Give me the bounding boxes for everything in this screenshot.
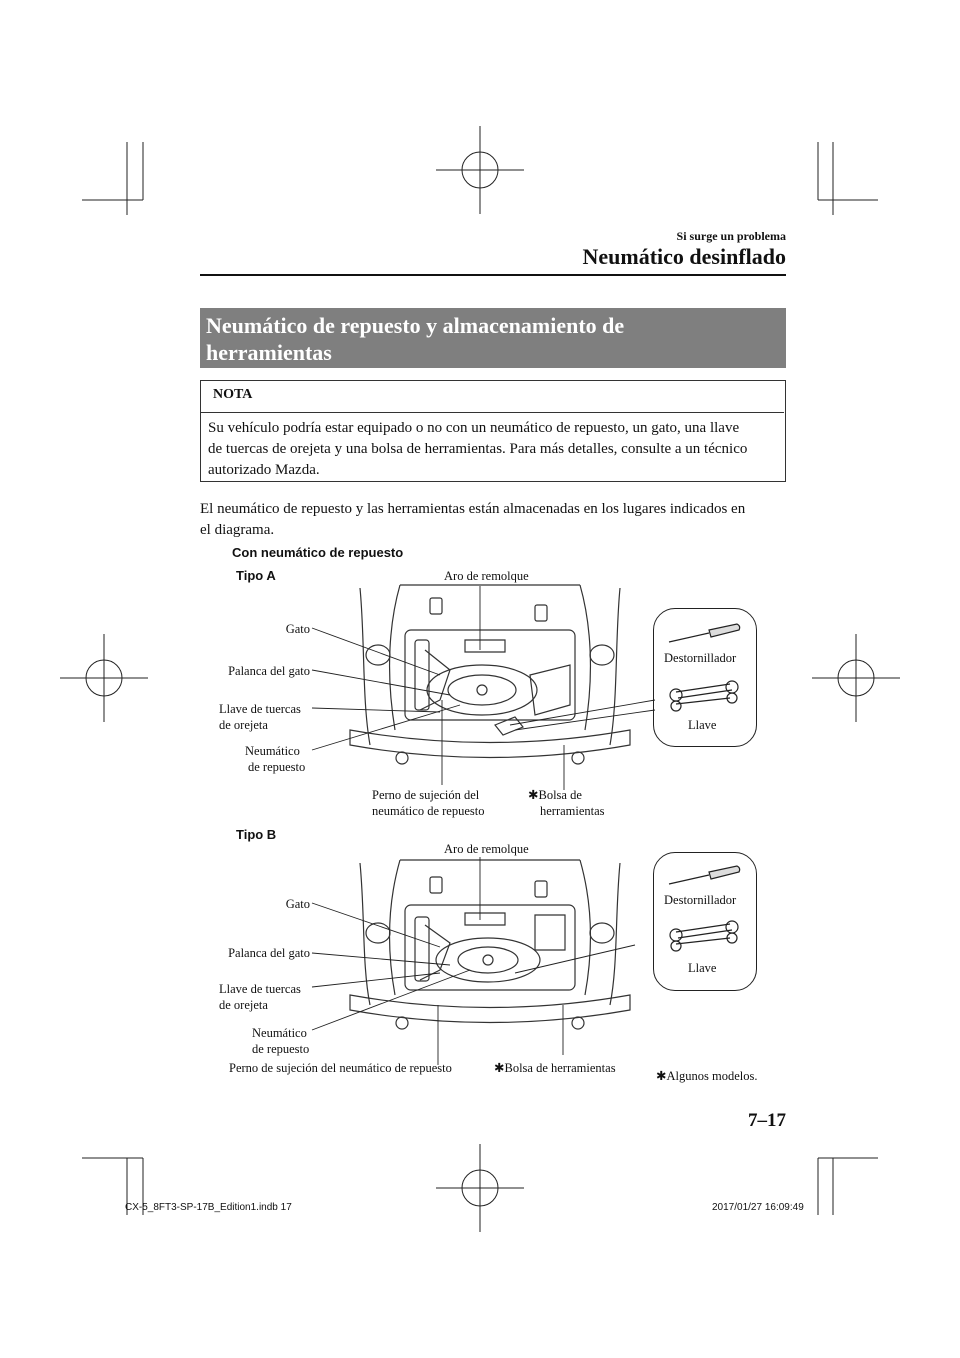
type-b-label: Tipo B — [236, 827, 276, 842]
leader-lines-type-a — [300, 580, 660, 820]
chapter-heading: Si surge un problema — [560, 229, 786, 244]
leader-lines-type-b — [300, 855, 640, 1075]
screwdriver-icon — [665, 862, 745, 892]
body-line: El neumático de repuesto y las herramien… — [200, 499, 786, 520]
footnote: ✱Algunos modelos. — [656, 1068, 757, 1084]
section-title-line1: Neumático de repuesto y almacenamiento d… — [206, 312, 776, 339]
asterisk-icon: ✱ — [656, 1069, 666, 1083]
note-text: Su vehículo podría estar equipado o no c… — [208, 418, 778, 481]
tow-ring-label-b: Aro de remolque — [444, 841, 529, 857]
type-a-label: Tipo A — [236, 568, 276, 583]
asterisk-icon: ✱ — [528, 788, 538, 802]
note-line: autorizado Mazda. — [208, 460, 778, 481]
bolt-label-a: Perno de sujeción del neumático de repue… — [372, 787, 484, 819]
print-timestamp: 2017/01/27 16:09:49 — [712, 1202, 804, 1213]
screwdriver-label-b: Destornillador — [664, 892, 736, 908]
jack-label-a: Gato — [200, 621, 310, 637]
note-label: NOTA — [213, 387, 252, 403]
note-header — [200, 380, 784, 413]
spare-tire-label-b: Neumático de repuesto — [252, 1025, 309, 1057]
asterisk-icon: ✱ — [494, 1061, 504, 1075]
wrench-label-a: Llave — [688, 717, 716, 733]
note-line: de tuercas de orejeta y una bolsa de her… — [208, 439, 778, 460]
body-paragraph: El neumático de repuesto y las herramien… — [200, 499, 786, 541]
page-title: Neumático desinflado — [440, 244, 786, 270]
wrench-label-b: Llave — [688, 960, 716, 976]
bolt-label-b: Perno de sujeción del neumático de repue… — [229, 1060, 452, 1076]
lug-wrench-label-a: Llave de tuercas de orejeta — [219, 701, 301, 733]
jack-handle-label-b: Palanca del gato — [200, 945, 310, 961]
note-line: Su vehículo podría estar equipado o no c… — [208, 418, 778, 439]
wrench-icon — [668, 678, 742, 712]
tool-bag-label-a: ✱Bolsa de herramientas — [528, 787, 605, 819]
header-rule — [200, 274, 786, 276]
lug-wrench-label-b: Llave de tuercas de orejeta — [219, 981, 301, 1013]
tool-bag-label-b: ✱Bolsa de herramientas — [494, 1060, 616, 1076]
figure-subheading: Con neumático de repuesto — [232, 545, 403, 560]
page-number: 7–17 — [700, 1110, 786, 1132]
section-title-line2: herramientas — [206, 339, 776, 366]
wrench-icon — [668, 918, 742, 952]
screwdriver-label-a: Destornillador — [664, 650, 736, 666]
section-title: Neumático de repuesto y almacenamiento d… — [206, 312, 776, 366]
spare-tire-label-a: Neumático de repuesto — [245, 743, 305, 775]
print-file-slug: CX-5_8FT3-SP-17B_Edition1.indb 17 — [125, 1202, 292, 1213]
tow-ring-label-a: Aro de remolque — [444, 568, 529, 584]
jack-label-b: Gato — [200, 896, 310, 912]
body-line: el diagrama. — [200, 520, 786, 541]
screwdriver-icon — [665, 620, 745, 650]
jack-handle-label-a: Palanca del gato — [200, 663, 310, 679]
